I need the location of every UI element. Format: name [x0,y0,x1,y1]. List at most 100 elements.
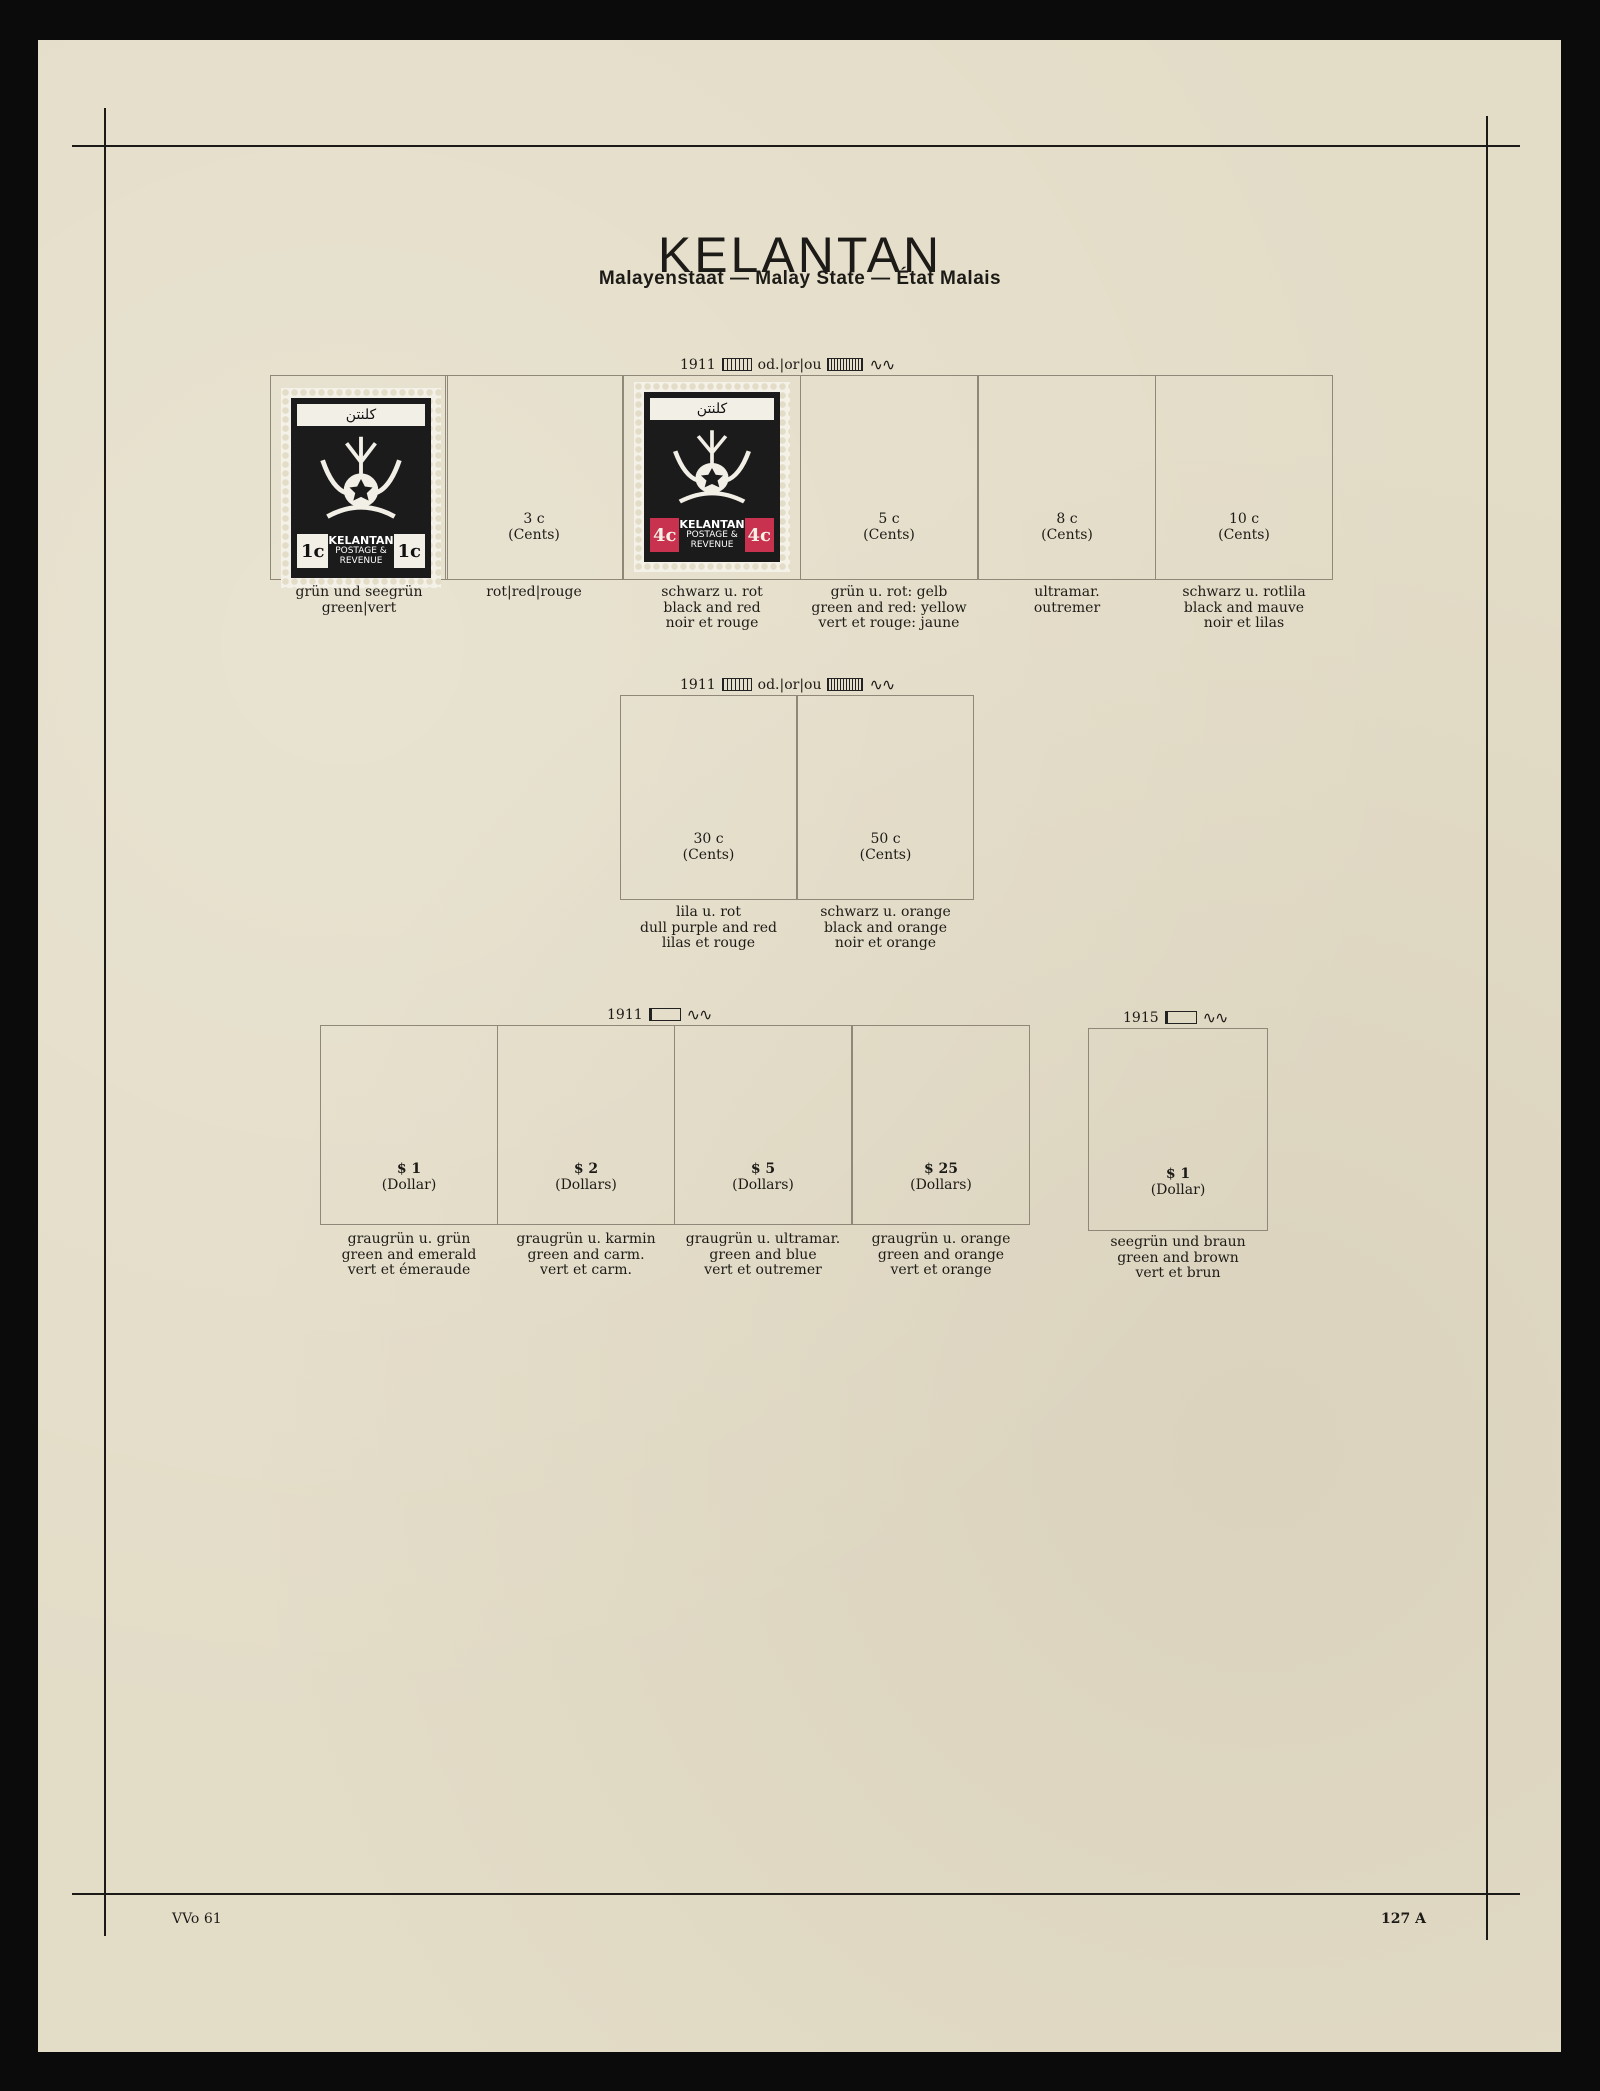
caption-line: black and mauve [1183,599,1305,616]
stamp-slot[interactable]: 10 c(Cents) [1155,375,1333,580]
slot-denomination: 30 c(Cents) [621,831,796,863]
caption-line: vert et outremer [704,1262,822,1278]
stamp-value-right: 1c [393,534,425,568]
caption-line: schwarz u. orange [820,904,951,920]
issue-year: 1911 [680,356,716,373]
watermark-symbol-icon [1164,1011,1197,1024]
watermark-symbol-icon [721,358,752,371]
caption-line: vert et brun [1135,1265,1221,1281]
stamp-slot[interactable]: 5 c(Cents) [800,375,978,580]
stamp-postage-line: POSTAGE & REVENUE [335,546,387,566]
stamp-slot[interactable]: 30 c(Cents) [620,695,797,900]
slot-denomination: $ 25(Dollars) [853,1161,1029,1193]
caption-line: black and orange [823,919,948,936]
caption-line: schwarz u. rot [661,584,763,600]
denomination-unit: (Cents) [682,847,735,863]
caption-line: green and red: yellow [811,599,967,616]
caption-line: black and red [663,599,761,616]
watermark-or-label: od.|or|ou [757,676,822,693]
footer-page-number: 127 A [1381,1911,1426,1927]
coat-of-arms-icon [313,432,409,526]
caption-line: dull purple and red [640,919,777,936]
slot-denomination: $ 2(Dollars) [498,1161,674,1193]
caption-line: vert et rouge: jaune [818,615,960,631]
caption-line: vert et orange [890,1262,992,1278]
denomination-value: 10 c [1228,511,1260,527]
caption-line: graugrün u. ultramar. [685,1231,841,1247]
caption-line: rot|red|rouge [486,584,582,600]
denomination-value: $ 25 [923,1161,959,1177]
stamp-arabic-text: كلنتن [297,404,425,426]
caption-line: green and emerald [341,1246,477,1263]
slot-denomination: $ 5(Dollars) [675,1161,851,1193]
color-caption: rot|red|rouge [425,584,643,601]
stamp-slot[interactable]: 3 c(Cents) [445,375,623,580]
caption-line: seegrün und braun [1110,1234,1246,1250]
stamp-slot[interactable]: 8 c(Cents) [978,375,1156,580]
denomination-unit: (Dollar) [381,1177,437,1193]
denomination-value: $ 2 [573,1161,599,1177]
slot-denomination: 3 c(Cents) [446,511,622,543]
stamp-slot[interactable]: $ 1(Dollar) [320,1025,498,1225]
stamp-slot[interactable]: $ 25(Dollars) [852,1025,1030,1225]
denomination-value: $ 5 [750,1161,776,1177]
denomination-unit: (Cents) [1218,527,1270,543]
denomination-unit: (Cents) [859,847,912,863]
watermark-or-label: od.|or|ou [757,356,822,373]
caption-line: green|vert [321,599,397,616]
row-issue-label: 1911∿∿ [607,1005,713,1024]
caption-line: grün und seegrün [295,584,423,600]
caption-line: ultramar. [1034,584,1100,600]
stamp-name-line: KELANTAN [328,534,394,547]
denomination-value: $ 1 [1165,1166,1191,1182]
watermark-alt-symbol-icon [827,358,864,371]
left-border-rule [104,108,106,1936]
caption-line: lila u. rot [676,904,741,920]
caption-line: green and carm. [527,1246,645,1263]
stamp-value-left: 1c [297,534,329,568]
caption-line: green and brown [1117,1249,1239,1266]
page-subtitle: Malayenstaat — Malay State — État Malais [598,268,1002,289]
slot-denomination: 50 c(Cents) [798,831,973,863]
right-border-rule [1486,116,1488,1940]
caption-line: vert et carm. [540,1262,632,1278]
denomination-unit: (Dollar) [1150,1182,1206,1198]
row-issue-label: 1915∿∿ [1123,1008,1228,1027]
caption-line: graugrün u. orange [871,1231,1011,1247]
footer-left-code: VVo 61 [172,1911,222,1927]
stamp-value-left: 4c [650,518,680,552]
top-border-rule [72,145,1520,147]
stamp-slot[interactable]: $ 5(Dollars) [674,1025,852,1225]
denomination-value: 50 c [870,831,901,847]
perforation-wave-icon: ∿∿ [686,1005,713,1024]
caption-line: noir et orange [834,935,937,951]
stamp-slot[interactable]: 50 c(Cents) [797,695,974,900]
caption-line: schwarz u. rotlila [1182,584,1306,600]
stamp-value-right: 4c [744,518,774,552]
watermark-symbol-icon [648,1008,681,1021]
stamp-slot[interactable]: $ 2(Dollars) [497,1025,675,1225]
caption-line: green and blue [709,1246,817,1263]
stamp-slot[interactable]: $ 1(Dollar) [1088,1028,1268,1231]
slot-denomination: 10 c(Cents) [1156,511,1332,543]
denomination-unit: (Dollars) [555,1177,617,1193]
caption-line: graugrün u. karmin [516,1231,656,1247]
denomination-value: 5 c [878,511,900,527]
denomination-unit: (Cents) [863,527,915,543]
